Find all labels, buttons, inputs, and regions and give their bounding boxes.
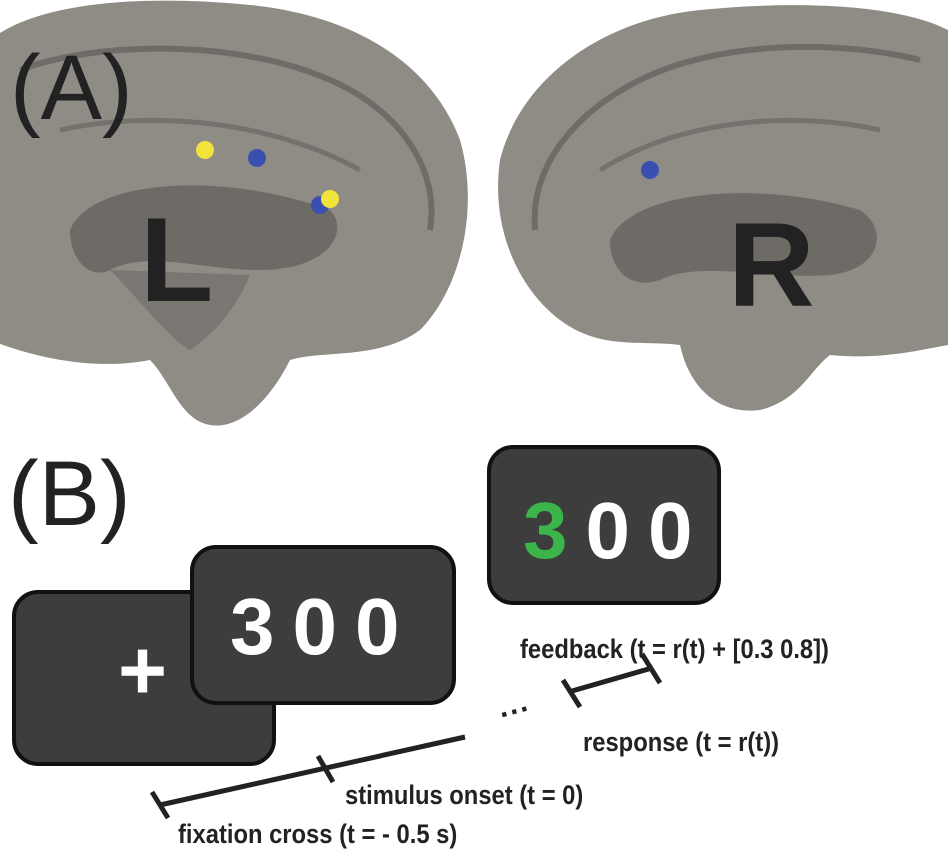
response-tick [560, 678, 583, 709]
response-segment [571, 665, 653, 694]
feedback-tick [639, 652, 663, 685]
blue-electrode-dot [641, 161, 659, 179]
stimulus-digit: 3 [230, 582, 293, 671]
brain-illustration [0, 0, 948, 426]
stimulus-digit: 0 [355, 582, 418, 671]
panel-a-label: (A) [10, 37, 133, 139]
feedback-screen: 300 [487, 445, 721, 605]
yellow-electrode-dot [321, 190, 339, 208]
left-hemisphere [0, 0, 468, 426]
feedback-digit: 0 [648, 486, 711, 575]
stimulus-tick [315, 754, 336, 784]
response-label: response (t = r(t)) [583, 727, 780, 757]
stimulus-screen: 300 [190, 545, 456, 705]
blue-electrode-dot [248, 149, 266, 167]
timeline-axis [159, 734, 466, 808]
feedback-number: 300 [523, 491, 711, 571]
stimulus-onset-label: stimulus onset (t = 0) [345, 780, 584, 810]
panel-b-label: (B) [8, 443, 131, 545]
feedback-digit: 0 [585, 486, 648, 575]
feedback-highlight-digit: 3 [523, 486, 586, 575]
left-hemisphere-label: L [140, 193, 214, 327]
fixation-cross: + [118, 623, 186, 717]
feedback-label: feedback (t = r(t) + [0.3 0.8]) [520, 634, 829, 664]
fixation-tick [149, 790, 171, 820]
fixation-cross-label: fixation cross (t = - 0.5 s) [178, 819, 458, 849]
stimulus-number: 300 [230, 587, 418, 667]
right-hemisphere-label: R [728, 198, 815, 332]
stimulus-digit: 0 [292, 582, 355, 671]
right-hemisphere [498, 5, 948, 411]
yellow-electrode-dot [196, 141, 214, 159]
